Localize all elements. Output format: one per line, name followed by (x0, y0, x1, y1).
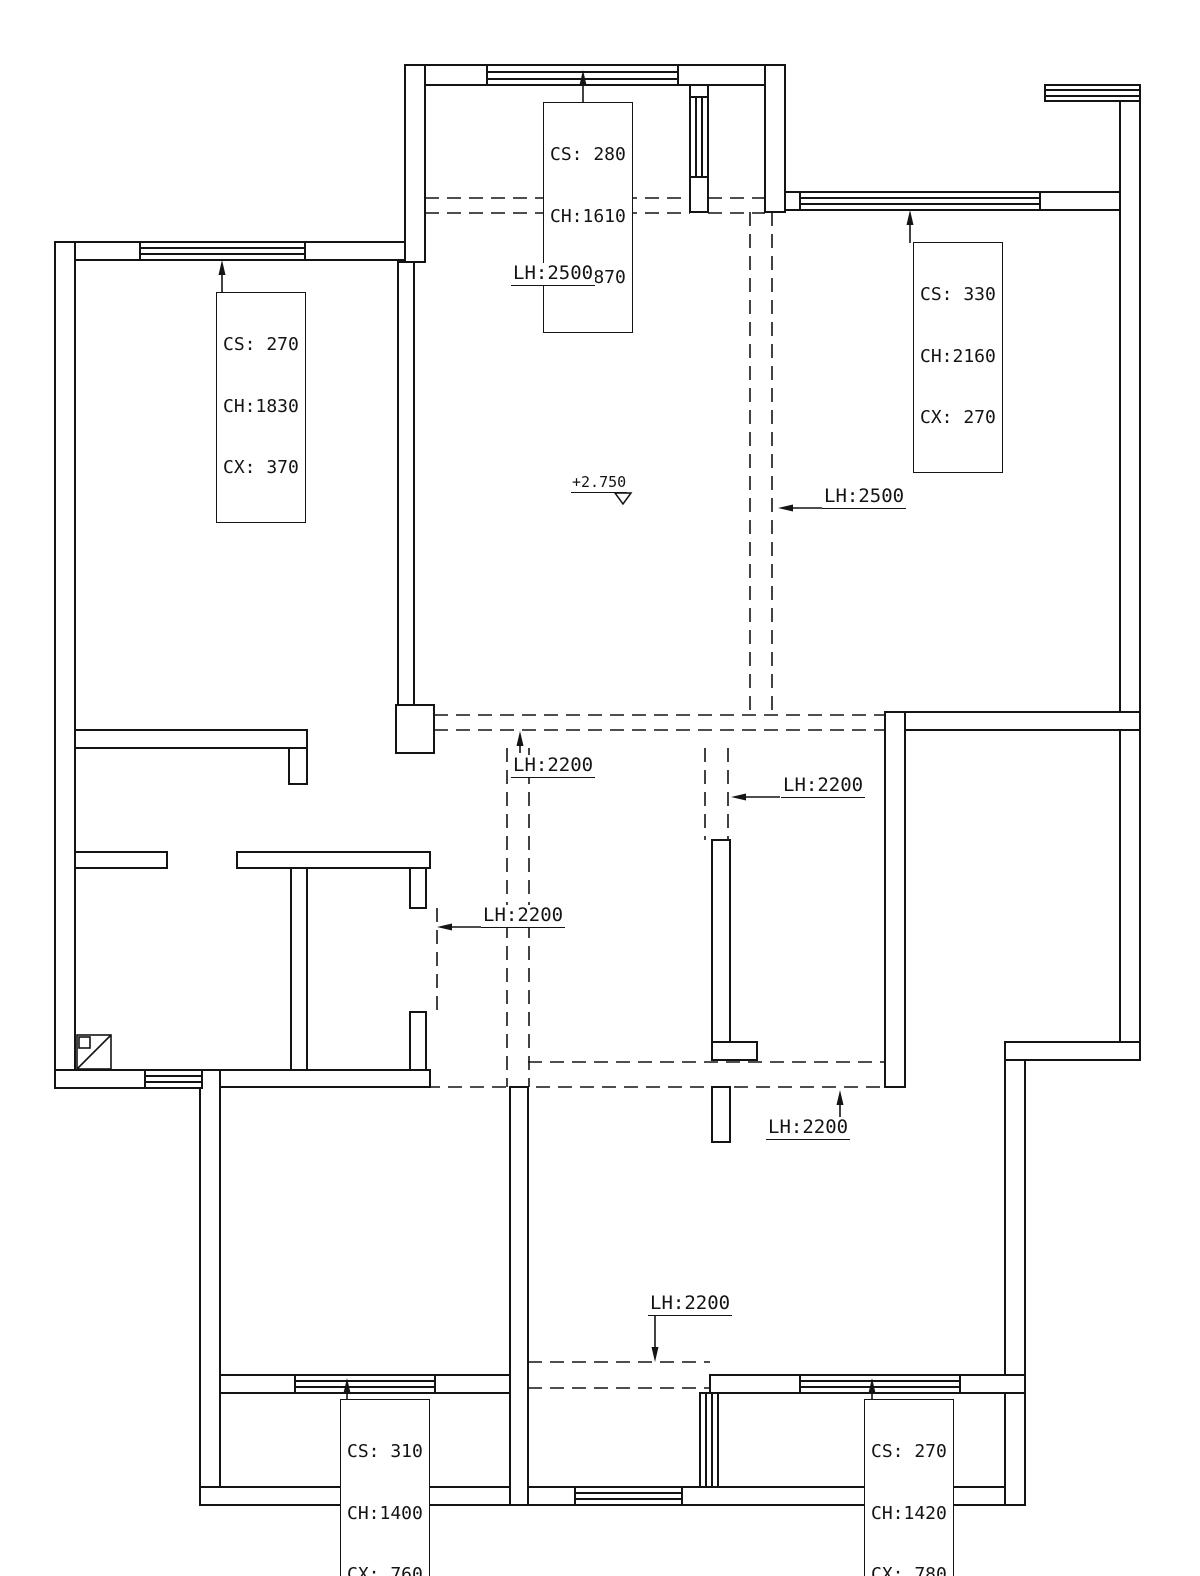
window-symbols-group (139, 64, 1141, 1506)
window-note-top: CS: 280 CH:1610 CX: 870 (543, 102, 633, 333)
window-note-ch: CH:2160 (920, 345, 996, 367)
shower-symbol (76, 1034, 112, 1070)
ceiling-height-label-corridor-top: LH:2200 (511, 754, 596, 778)
window-note-cx: CX: 270 (920, 407, 996, 428)
window-note-bottom-right: CS: 270 CH:1420 CX: 780 (864, 1399, 954, 1576)
ceiling-height-label-living-top: LH:2500 (511, 262, 596, 286)
level-marker-label: +2.750 (571, 473, 628, 493)
window-note-bottom-left: CS: 310 CH:1400 CX: 760 (340, 1399, 430, 1576)
window-note-cs: CS: 330 (920, 284, 996, 305)
window-note-cs: CS: 270 (871, 1441, 947, 1462)
window-note-ch: CH:1610 (550, 205, 626, 227)
ceiling-height-label-bedroom-right-entry: LH:2200 (766, 1116, 851, 1140)
leader-arrowheads-group (218, 70, 914, 1393)
window-note-top-right: CS: 330 CH:2160 CX: 270 (913, 242, 1003, 473)
ceiling-height-label-living-right: LH:2500 (822, 485, 907, 509)
window-note-cs: CS: 310 (347, 1441, 423, 1462)
window-note-ch: CH:1420 (871, 1502, 947, 1524)
ceiling-height-label-bedroom-right-bottom: LH:2200 (648, 1292, 733, 1316)
window-note-cs: CS: 270 (223, 334, 299, 355)
window-note-cx: CX: 370 (223, 457, 299, 478)
window-note-left: CS: 270 CH:1830 CX: 370 (216, 292, 306, 523)
level-marker-triangle-icon (613, 492, 633, 506)
window-note-ch: CH:1400 (347, 1502, 423, 1524)
ceiling-height-label-corridor-right: LH:2200 (781, 774, 866, 798)
window-note-ch: CH:1830 (223, 395, 299, 417)
window-note-cx: CX: 780 (871, 1564, 947, 1576)
window-note-cs: CS: 280 (550, 144, 626, 165)
ceiling-height-label-hall-left: LH:2200 (481, 904, 566, 928)
window-note-cx: CX: 760 (347, 1564, 423, 1576)
